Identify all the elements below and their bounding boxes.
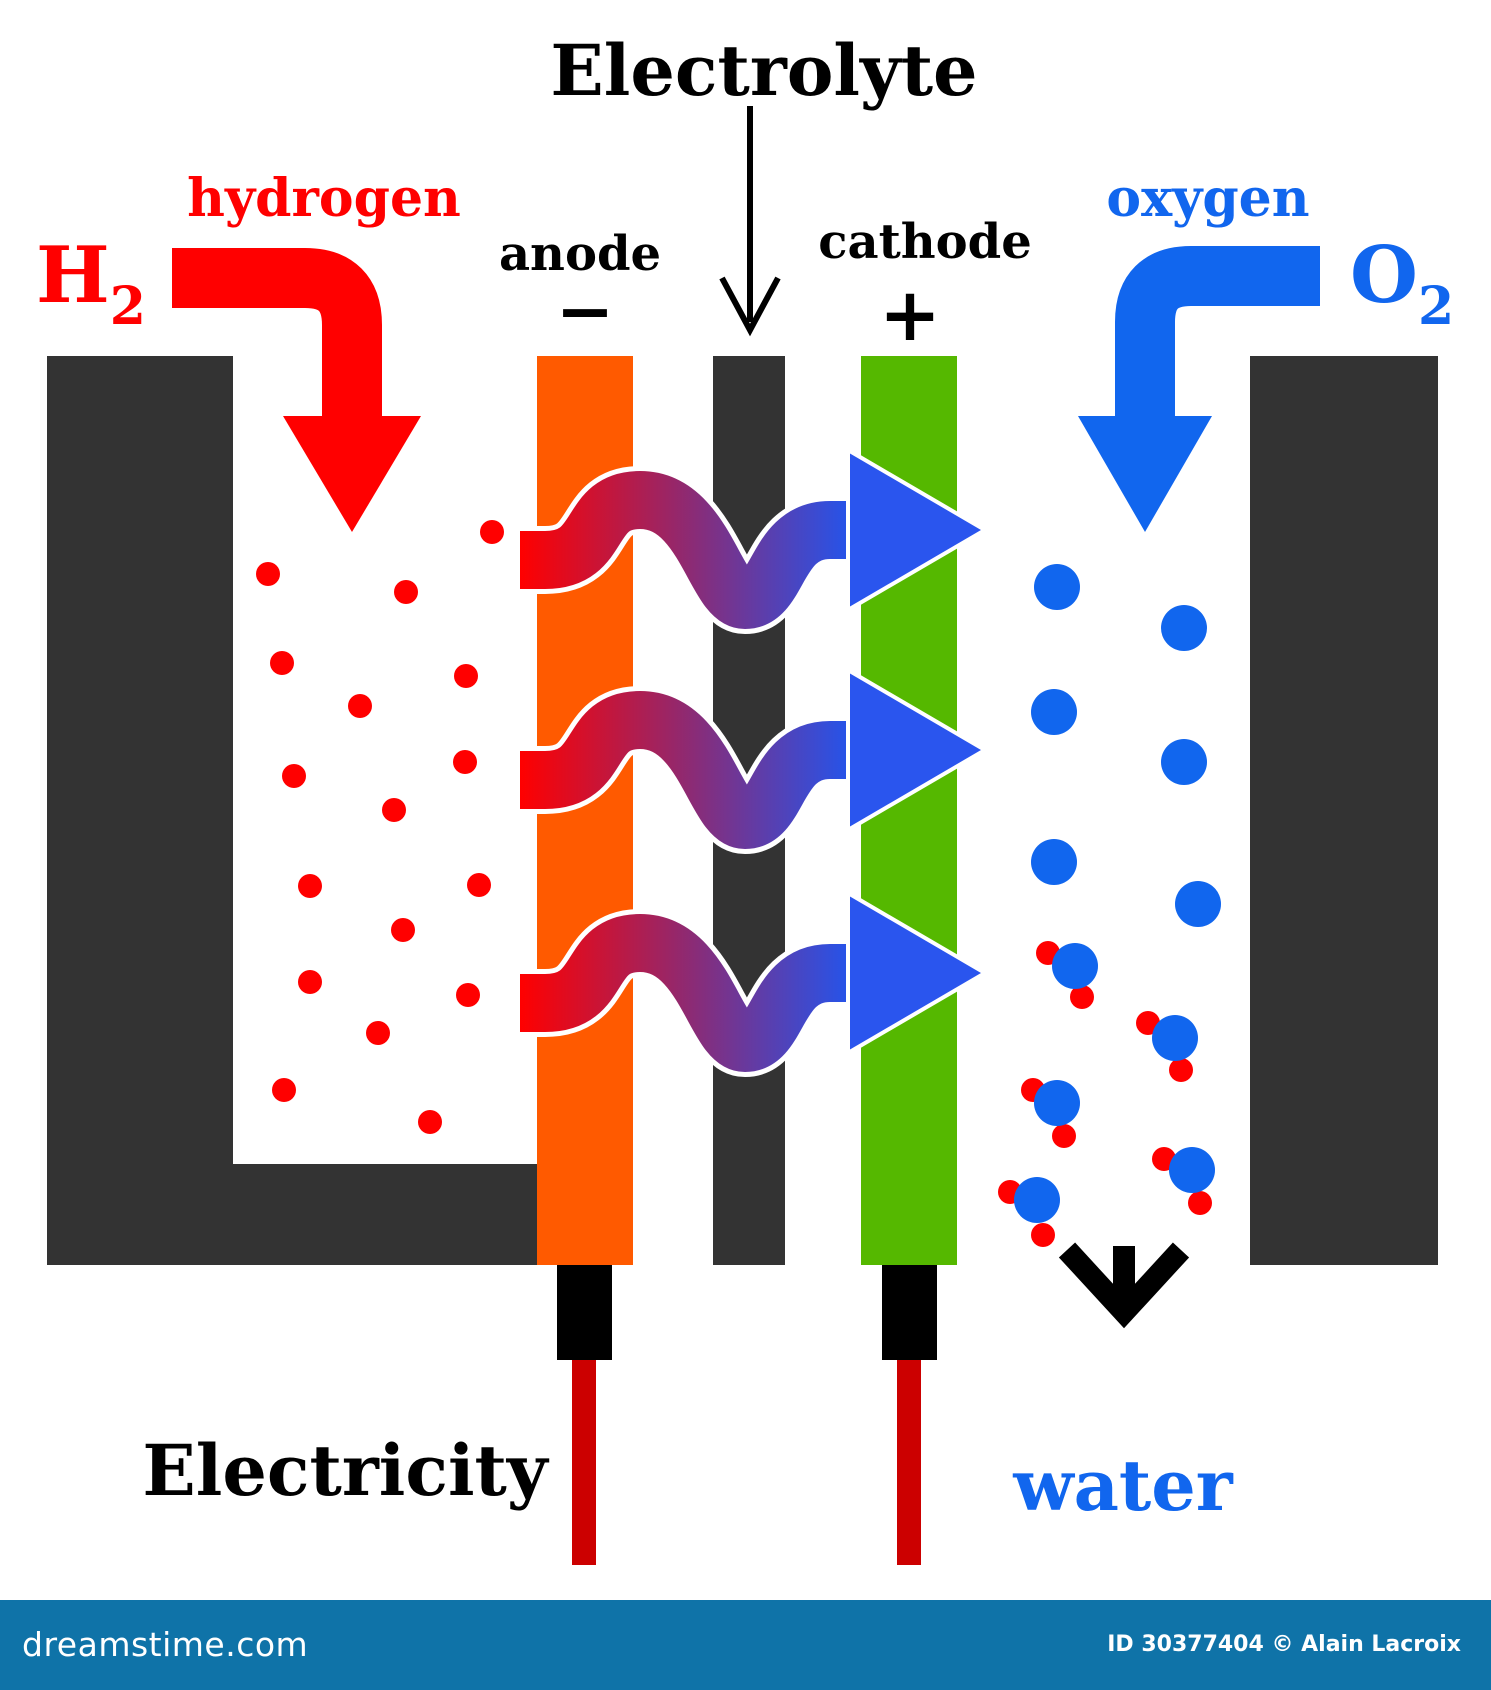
electricity-label: Electricity — [142, 1429, 549, 1512]
water-oxygen-atom — [1052, 943, 1098, 989]
hydrogen-molecules — [256, 520, 504, 1134]
hydrogen-dot — [454, 664, 478, 688]
h2-subscript: 2 — [110, 276, 146, 337]
oxygen-housing — [1250, 356, 1438, 1265]
hydrogen-dot — [394, 580, 418, 604]
anode-wire — [572, 1360, 596, 1565]
hydrogen-dot — [456, 983, 480, 1007]
anode-sign: − — [556, 269, 615, 352]
oxygen-dot — [1031, 839, 1077, 885]
water-label: water — [1012, 1444, 1233, 1527]
anode-connector — [557, 1265, 612, 1360]
water-molecule — [1021, 1078, 1080, 1148]
hydrogen-dot — [418, 1110, 442, 1134]
water-outlet-arrow — [1058, 1242, 1190, 1329]
oxygen-dot — [1031, 689, 1077, 735]
water-molecule — [1036, 941, 1098, 1009]
ion-arrow-head — [846, 666, 989, 834]
ion-arrow-body — [516, 914, 859, 1072]
footer-bar: dreamstime.com ID 30377404 © Alain Lacro… — [0, 1600, 1491, 1690]
footer-credit: ID 30377404 © Alain Lacroix — [1107, 1632, 1461, 1657]
water-oxygen-atom — [1034, 1080, 1080, 1126]
water-oxygen-atom — [1152, 1015, 1198, 1061]
hydrogen-dot — [272, 1078, 296, 1102]
o2-subscript: 2 — [1418, 276, 1454, 337]
water-hydrogen-atom — [1052, 1124, 1076, 1148]
electrolyte-pointer-arrow — [719, 106, 781, 337]
water-molecule — [998, 1177, 1060, 1247]
oxygen-dot — [1161, 739, 1207, 785]
oxygen-dot — [1161, 605, 1207, 651]
anode-label: anode — [499, 226, 661, 282]
hydrogen-dot — [391, 918, 415, 942]
o2-symbol: O — [1350, 230, 1418, 321]
hydrogen-dot — [453, 750, 477, 774]
fuel-cell-diagram: Electrolyte hydrogen oxygen H2 O2 anode … — [36, 29, 1454, 1565]
hydrogen-inlet-arrow — [172, 248, 421, 532]
water-oxygen-atom — [1014, 1177, 1060, 1223]
ion-arrow-body — [516, 691, 859, 849]
water-hydrogen-atom — [1188, 1191, 1212, 1215]
electrolyte-label: Electrolyte — [550, 29, 977, 112]
ion-arrow-body — [516, 471, 859, 629]
hydrogen-dot — [282, 764, 306, 788]
hydrogen-dot — [270, 651, 294, 675]
hydrogen-dot — [480, 520, 504, 544]
hydrogen-dot — [348, 694, 372, 718]
footer-brand: dreamstime.com — [22, 1625, 309, 1664]
oxygen-dot — [1034, 564, 1080, 610]
cathode-connector — [882, 1265, 937, 1360]
oxygen-inlet-arrow — [1078, 246, 1320, 532]
water-molecules — [998, 941, 1215, 1247]
cathode-sign: + — [879, 272, 941, 358]
water-hydrogen-atom — [1169, 1058, 1193, 1082]
hydrogen-dot — [298, 970, 322, 994]
o2-formula: O2 — [1350, 230, 1454, 337]
h2-formula: H2 — [36, 230, 146, 337]
h2-symbol: H — [36, 230, 110, 321]
ion-arrow-head — [846, 889, 989, 1057]
hydrogen-dot — [256, 562, 280, 586]
hydrogen-housing — [47, 356, 537, 1265]
hydrogen-dot — [298, 874, 322, 898]
hydrogen-dot — [382, 798, 406, 822]
cathode-wire — [897, 1360, 921, 1565]
water-molecule — [1152, 1147, 1215, 1215]
ion-flow-arrows — [511, 446, 989, 1077]
hydrogen-label: hydrogen — [187, 168, 461, 229]
hydrogen-dot — [467, 873, 491, 897]
water-hydrogen-atom — [1031, 1223, 1055, 1247]
oxygen-dot — [1175, 881, 1221, 927]
oxygen-label: oxygen — [1106, 168, 1309, 229]
water-oxygen-atom — [1169, 1147, 1215, 1193]
water-molecule — [1136, 1011, 1198, 1082]
oxygen-molecules — [1031, 564, 1221, 927]
ion-arrow-head — [846, 446, 989, 614]
cathode-label: cathode — [818, 214, 1032, 270]
water-hydrogen-atom — [1070, 985, 1094, 1009]
hydrogen-dot — [366, 1021, 390, 1045]
